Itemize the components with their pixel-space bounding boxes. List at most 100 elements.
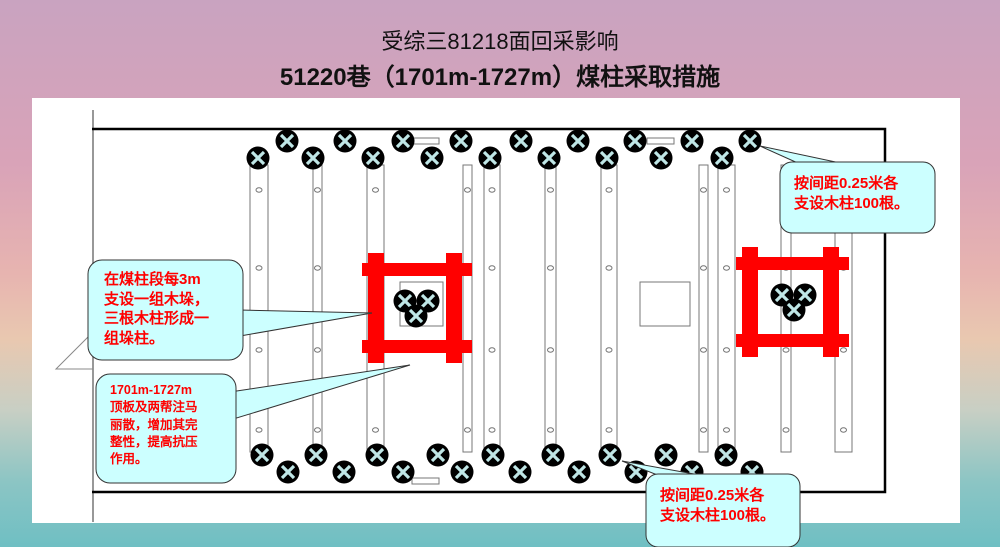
crib-timber: [446, 253, 462, 363]
prop-cross-icon: [369, 447, 385, 463]
bolt-hole: [723, 265, 730, 271]
prop-cross-icon: [454, 464, 470, 480]
wood-crib-left: [362, 253, 472, 363]
prop-cross-icon: [627, 133, 643, 149]
bolt-hole: [464, 427, 471, 433]
bolt-hole: [488, 187, 496, 193]
prop-cross-icon: [337, 133, 353, 149]
prop-cross-icon: [545, 447, 561, 463]
prop-cross-icon: [658, 447, 674, 463]
timber-prop: [275, 129, 299, 153]
prop-cross-icon: [395, 133, 411, 149]
crib-callout-line: 支设一组木垛，: [104, 290, 210, 308]
timber-prop: [426, 443, 450, 467]
prop-cross-icon: [653, 150, 669, 166]
bolt-hole: [314, 265, 321, 271]
props-top-callout-box: [779, 161, 936, 234]
bolt-hole: [723, 427, 730, 433]
bolt-hole: [840, 427, 847, 433]
grout-callout-line: 整性，提高抗压: [110, 434, 198, 449]
props-bottom-callout-line: 按间距0.25米各: [660, 487, 765, 504]
bolt-hole: [255, 427, 263, 433]
timber-prop: [332, 460, 356, 484]
timber-prop: [246, 146, 270, 170]
timber-prop: [509, 129, 533, 153]
steel-beam: [698, 164, 709, 453]
crib-callout-tail: [239, 309, 373, 337]
timber-prop: [623, 129, 647, 153]
bolt-hole: [488, 347, 496, 353]
timber-prop: [738, 129, 762, 153]
grout-callout-line: 顶板及两帮注马: [110, 400, 198, 415]
bolt-hole: [314, 427, 321, 433]
marker-plate: [411, 137, 440, 145]
bolt-hole: [700, 265, 707, 271]
timber-prop: [566, 129, 590, 153]
prop-cross-icon: [482, 150, 498, 166]
prop-cross-icon: [684, 133, 700, 149]
prop-cross-icon: [254, 447, 270, 463]
prop-cross-icon: [571, 464, 587, 480]
bolt-hole: [547, 427, 554, 433]
marker-plate: [411, 477, 440, 485]
props-top-callout-line: 支设木柱100根。: [794, 194, 910, 212]
timber-prop: [654, 443, 678, 467]
bolt-hole: [314, 347, 321, 353]
crib-timber: [823, 247, 839, 357]
prop-cross-icon: [365, 150, 381, 166]
prop-cross-icon: [602, 447, 618, 463]
prop-cross-icon: [305, 150, 321, 166]
bolt-hole: [255, 265, 263, 271]
left-pointer: [54, 331, 94, 370]
timber-prop: [598, 443, 622, 467]
crib-timber: [362, 340, 472, 353]
grout-callout-box: [95, 373, 237, 484]
timber-prop: [710, 146, 734, 170]
timber-prop: [537, 146, 561, 170]
timber-prop: [420, 146, 444, 170]
timber-prop: [304, 443, 328, 467]
timber-prop: [333, 129, 357, 153]
timber-prop: [301, 146, 325, 170]
bolt-hole: [464, 187, 471, 193]
timber-prop: [250, 443, 274, 467]
prop-cross-icon: [420, 293, 436, 309]
prop-cross-icon: [485, 447, 501, 463]
marker-plate: [646, 137, 675, 145]
crib-timber: [362, 263, 472, 276]
bolt-hole: [488, 265, 496, 271]
bolt-hole: [488, 427, 496, 433]
props-top-callout-line: 按间距0.25米各: [794, 175, 899, 192]
bolt-hole: [255, 347, 263, 353]
bolt-hole: [547, 265, 554, 271]
crib-callout-line: 在煤柱段每3m: [104, 271, 201, 288]
prop-cross-icon: [397, 293, 413, 309]
timber-prop: [567, 460, 591, 484]
bolt-hole: [605, 347, 613, 353]
timber-prop: [508, 460, 532, 484]
crib-callout-line: 组垛柱。: [104, 329, 165, 347]
roadway-outline: [92, 127, 887, 494]
steel-beam: [312, 164, 323, 453]
equipment-box: [639, 281, 691, 327]
prop-cross-icon: [408, 308, 424, 324]
props-top-callout-tail: [759, 145, 846, 165]
steel-beam: [483, 164, 501, 453]
timber-prop: [391, 129, 415, 153]
prop-cross-icon: [718, 447, 734, 463]
bolt-hole: [547, 347, 554, 353]
props-bottom-callout: 按间距0.25米各 支设木柱100根。: [660, 486, 775, 525]
bolt-hole: [723, 347, 730, 353]
timber-prop: [649, 146, 673, 170]
bolt-hole: [782, 427, 790, 433]
prop-cross-icon: [797, 287, 813, 303]
steel-beam: [544, 164, 557, 453]
steel-beam: [600, 164, 618, 453]
prop-cross-icon: [424, 150, 440, 166]
bolt-hole: [605, 427, 613, 433]
prop-cross-icon: [430, 447, 446, 463]
timber-prop: [541, 443, 565, 467]
timber-prop: [276, 460, 300, 484]
prop-cross-icon: [714, 150, 730, 166]
